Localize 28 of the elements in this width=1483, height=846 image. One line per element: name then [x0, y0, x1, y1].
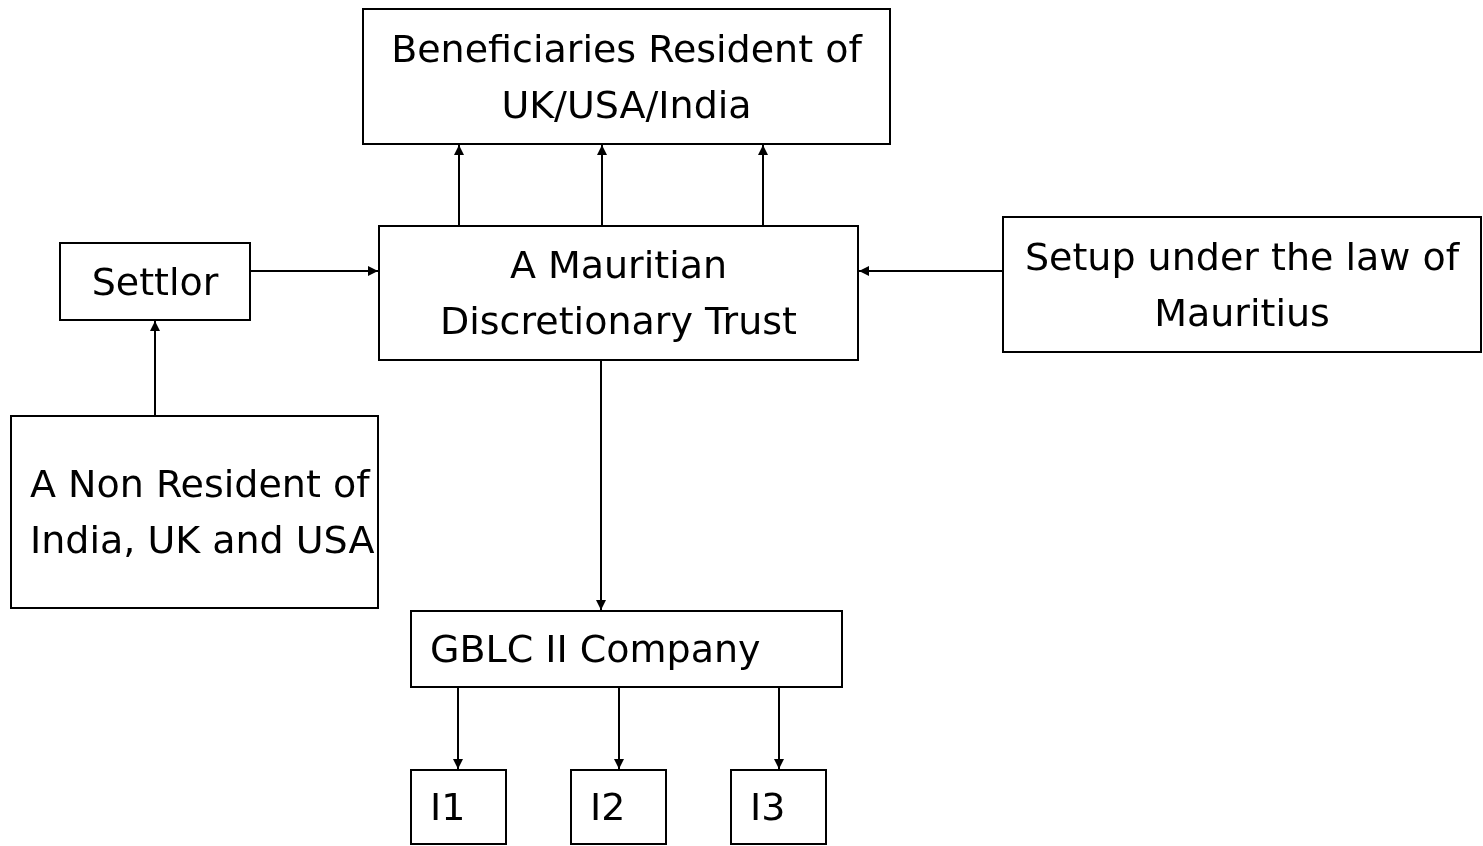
- box-label: I2: [590, 784, 626, 831]
- arrow: [250, 266, 379, 276]
- arrow: [774, 687, 784, 770]
- process-box: [362, 8, 891, 145]
- process-box: [410, 769, 507, 845]
- process-box: [378, 225, 859, 361]
- process-box: [59, 242, 251, 321]
- arrow: [454, 144, 464, 226]
- box-label: I3: [750, 784, 786, 831]
- arrow: [453, 687, 463, 770]
- arrow: [758, 144, 768, 226]
- box-label: Beneficiaries Resident of UK/USA/India: [390, 25, 864, 129]
- box-label: A Mauritian Discretionary Trust: [439, 242, 798, 345]
- process-box: [570, 769, 667, 845]
- arrow: [597, 144, 607, 226]
- box-label: GBLC II Company: [430, 626, 761, 673]
- box-label: Settlor: [91, 258, 219, 306]
- process-box: [410, 610, 843, 688]
- box-label: I1: [430, 784, 466, 831]
- process-box: [1002, 216, 1482, 353]
- arrow: [150, 320, 160, 416]
- arrow: [596, 360, 606, 611]
- process-box: [10, 415, 379, 609]
- process-box: [730, 769, 827, 845]
- arrow: [858, 266, 1003, 276]
- arrow: [614, 687, 624, 770]
- box-label: Setup under the law of Mauritius: [1023, 233, 1461, 337]
- box-label: A Non Resident of India, UK and USA: [30, 461, 376, 564]
